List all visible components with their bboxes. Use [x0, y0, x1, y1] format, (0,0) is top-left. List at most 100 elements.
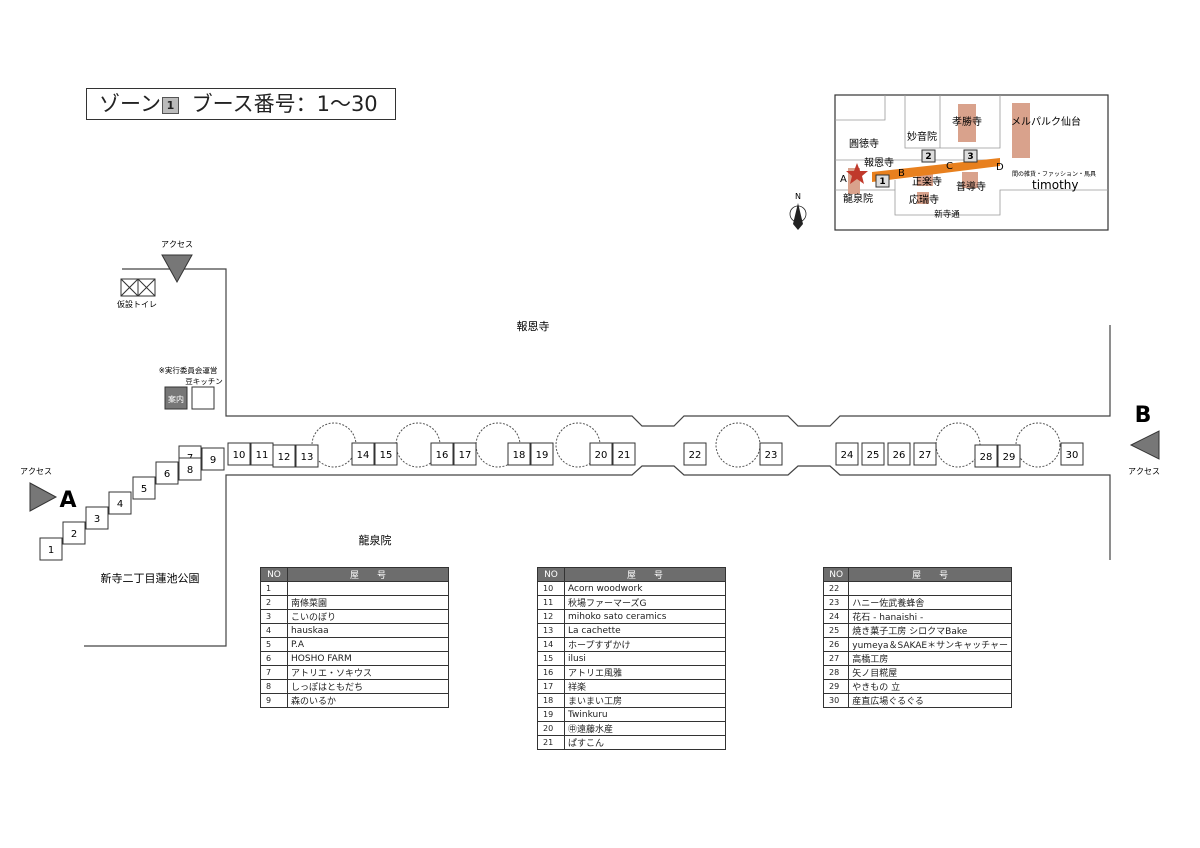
inset-shop-note: 間の雑貨・ファッション・馬具 [1012, 170, 1096, 178]
booth-number: 4 [117, 499, 123, 510]
booth-12[interactable]: 12 [272, 444, 296, 468]
booth-16[interactable]: 16 [430, 442, 454, 466]
booth-18[interactable]: 18 [507, 442, 531, 466]
kitchen-booth [191, 386, 215, 410]
booth-6[interactable]: 6 [155, 461, 179, 485]
booth-23[interactable]: 23 [759, 442, 783, 466]
booth-no: 4 [260, 623, 288, 638]
booth-24[interactable]: 24 [835, 442, 859, 466]
street-outline [84, 268, 1111, 647]
booth-29[interactable]: 29 [997, 444, 1021, 468]
booth-26[interactable]: 26 [887, 442, 911, 466]
ryusenin-label: 龍泉院 [359, 533, 392, 547]
booth-14[interactable]: 14 [351, 442, 375, 466]
booth-number: 21 [618, 450, 631, 461]
booth-box [612, 442, 636, 466]
booth-27[interactable]: 27 [913, 442, 937, 466]
booth-number: 30 [1066, 450, 1079, 461]
booth-shop-name: 秋場ファーマーズG [564, 595, 726, 610]
north-arrow-icon [793, 203, 803, 230]
booth-9[interactable]: 9 [201, 447, 225, 471]
toilet-label: 仮設トイレ [117, 299, 157, 309]
booth-no: 12 [537, 609, 565, 624]
inset-label: メルパルク仙台 [1011, 115, 1081, 128]
booth-box [887, 442, 911, 466]
booth-no: 6 [260, 651, 288, 666]
booth-25[interactable]: 25 [861, 442, 885, 466]
booth-3[interactable]: 3 [85, 506, 109, 530]
booth-box [85, 506, 109, 530]
booth-8[interactable]: 8 [178, 457, 202, 481]
booth-no: 28 [822, 665, 850, 680]
booth-30[interactable]: 30 [1060, 442, 1084, 466]
access-label: アクセス [20, 467, 52, 476]
booth-number: 6 [164, 469, 170, 480]
booth-15[interactable]: 15 [374, 442, 398, 466]
booth-number: 10 [233, 450, 246, 461]
booth-box [39, 537, 63, 561]
booth-4[interactable]: 4 [108, 491, 132, 515]
booth-box [155, 461, 179, 485]
booth-22[interactable]: 22 [683, 442, 707, 466]
entrance-a-label: A [59, 488, 76, 513]
booth-box [974, 444, 998, 468]
booth-no: 3 [260, 609, 288, 624]
booth-shop-name: ぱすこん [564, 735, 726, 750]
info-label: 案内 [168, 394, 184, 404]
booth-box [272, 444, 296, 468]
booth-shop-name: やきもの 立 [848, 679, 1012, 694]
zone-number-box: 1 [161, 97, 179, 114]
booth-box [683, 442, 707, 466]
inset-road-label: 新寺通 [934, 209, 960, 220]
booth-2[interactable]: 2 [62, 521, 86, 545]
booth-box [178, 457, 202, 481]
inset-zone-1: 1 [879, 177, 885, 187]
booth-13[interactable]: 13 [295, 444, 319, 468]
booth-number: 11 [256, 450, 269, 461]
booth-shop-name: P.A [287, 637, 449, 652]
inset-label: 妙音院 [907, 130, 937, 143]
booth-box [132, 476, 156, 500]
temple-block [958, 104, 976, 142]
booth-17[interactable]: 17 [453, 442, 477, 466]
booth-shop-name: 森のいるか [287, 693, 449, 708]
booth-5[interactable]: 5 [132, 476, 156, 500]
booth-20[interactable]: 20 [589, 442, 613, 466]
booth-11[interactable]: 11 [250, 442, 274, 466]
inset-point-d: D [996, 162, 1004, 173]
booth-number: 18 [513, 450, 526, 461]
booth-shop-name: Twinkuru [564, 707, 726, 722]
booth-number: 20 [595, 450, 608, 461]
booth-10[interactable]: 10 [227, 442, 251, 466]
booth-no: 19 [537, 707, 565, 722]
booth-1[interactable]: 1 [39, 537, 63, 561]
inset-point-a: A [840, 174, 847, 185]
booth-19[interactable]: 19 [530, 442, 554, 466]
booth-number: 17 [459, 450, 472, 461]
park-label: 新寺二丁目蓮池公園 [101, 571, 200, 585]
entrance-b-label: B [1135, 403, 1152, 428]
booth-21[interactable]: 21 [612, 442, 636, 466]
street-bottom-edge [84, 465, 1111, 647]
street-top-edge [122, 268, 1111, 427]
booth-no: 11 [537, 595, 565, 610]
booth-28[interactable]: 28 [974, 444, 998, 468]
booth-shop-name: ilusi [564, 651, 726, 666]
committee-kitchen: 豆キッチン [185, 377, 223, 386]
booth-shop-name: 産直広場ぐるぐる [848, 693, 1012, 708]
booth-box [453, 442, 477, 466]
booth-shop-name: La cachette [564, 623, 726, 638]
tree [311, 422, 357, 468]
booth-shop-name [287, 581, 449, 596]
